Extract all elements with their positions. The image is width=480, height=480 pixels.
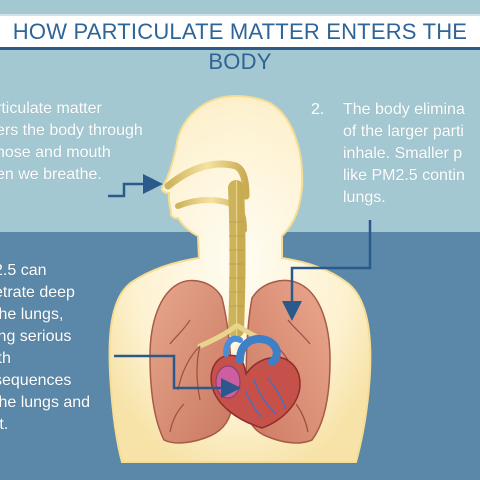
note-3-line: the lungs,: [0, 306, 64, 323]
note-3-line: 2.5 can: [0, 262, 47, 279]
note-2-line: lungs.: [343, 189, 386, 206]
note-1: rticulate matter ers the body through no…: [0, 98, 143, 186]
note-1-line: ers the body through: [0, 122, 143, 139]
note-2-line: inhale. Smaller p: [343, 145, 463, 162]
note-3-line: sequences: [0, 372, 72, 389]
note-1-line: en we breathe.: [0, 166, 102, 183]
note-2-line: The body elimina: [343, 101, 465, 118]
note-3-line: lth: [0, 350, 11, 367]
page-title: HOW PARTICULATE MATTER ENTERS THE BODY: [12, 19, 468, 74]
heart-atrium: [215, 365, 241, 399]
note-2: The body elimina of the larger parti inh…: [343, 99, 465, 209]
arrow-to-mouth: [108, 174, 163, 198]
arrow-to-lungs: [282, 220, 372, 321]
note-2-line: of the larger parti: [343, 123, 464, 140]
vena-cava: [223, 335, 243, 357]
note-3: 2.5 can etrate deep the lungs, ing serio…: [0, 260, 90, 436]
note-1-line: rticulate matter: [0, 100, 102, 117]
note-3-line: etrate deep: [0, 284, 75, 301]
nasal-airway: [164, 160, 250, 200]
note-2-line: like PM2.5 contin: [343, 167, 465, 184]
note-2-number: 2.: [311, 101, 325, 118]
trachea: [228, 180, 246, 338]
title-bar: [0, 14, 480, 50]
arrow-to-heart: [114, 354, 241, 398]
note-3-line: ing serious: [0, 328, 72, 345]
note-3-line: the lungs and: [0, 394, 91, 411]
note-3-line: rt.: [0, 416, 9, 433]
note-1-line: nose and mouth: [0, 144, 111, 161]
aorta: [236, 335, 281, 366]
